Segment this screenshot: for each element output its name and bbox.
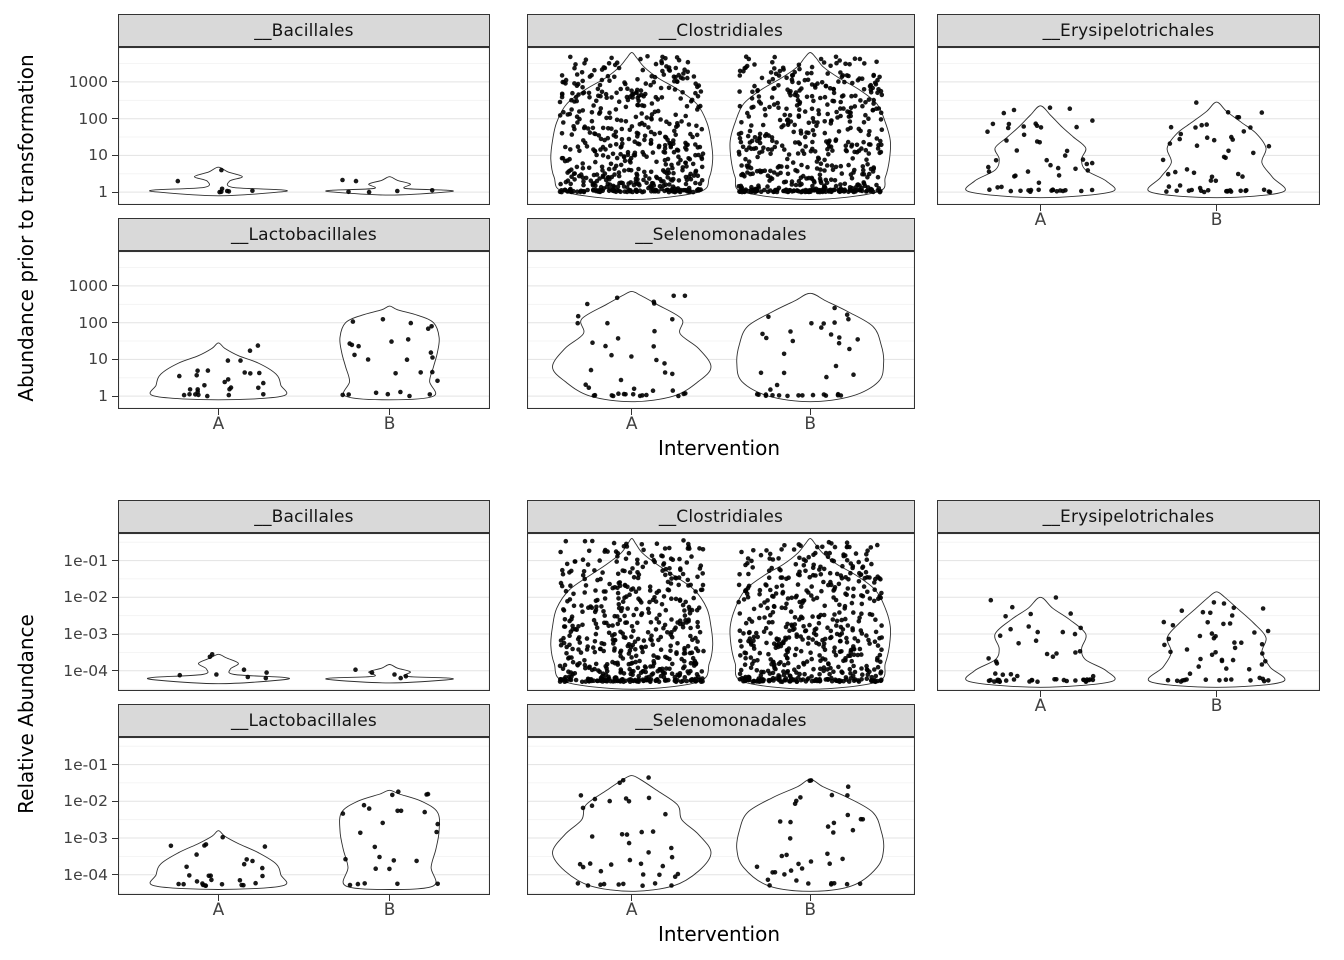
- y-tick-mark: [112, 596, 118, 598]
- y-tick-label: 1000: [68, 276, 108, 295]
- x-tick-label: A: [212, 900, 225, 920]
- y-tick-mark: [112, 81, 118, 83]
- y-tick-label: 1e-03: [63, 829, 108, 848]
- y-tick-mark: [112, 800, 118, 802]
- y-tick-label: 1e-03: [63, 625, 108, 644]
- y-tick-mark: [112, 670, 118, 672]
- facet-panel: [118, 737, 490, 895]
- x-axis-title: Intervention: [657, 922, 781, 946]
- x-tick-label: A: [1034, 696, 1047, 716]
- facet-panel: [937, 47, 1320, 205]
- x-tick-label: B: [1210, 696, 1223, 716]
- y-tick-label: 100: [78, 313, 108, 332]
- x-tick-label: A: [1034, 210, 1047, 230]
- x-tick-mark: [1216, 691, 1218, 697]
- x-tick-label: B: [383, 414, 396, 434]
- facet-strip-label: __Selenomonadales: [635, 224, 807, 245]
- x-tick-mark: [217, 409, 219, 415]
- y-tick-mark: [112, 560, 118, 562]
- x-tick-mark: [1216, 205, 1218, 211]
- facet-strip: __Bacillales: [118, 14, 490, 47]
- y-tick-label: 1e-04: [63, 661, 108, 680]
- x-tick-label: A: [625, 414, 638, 434]
- y-tick-mark: [112, 874, 118, 876]
- facet-strip-label: __Bacillales: [254, 506, 354, 527]
- y-tick-mark: [112, 395, 118, 397]
- x-tick-label: B: [383, 900, 396, 920]
- x-tick-mark: [1039, 205, 1041, 211]
- y-tick-label: 10: [88, 350, 108, 369]
- facet-strip-label: __Lactobacillales: [231, 224, 377, 245]
- y-axis-title: Abundance prior to transformation: [14, 54, 38, 402]
- y-tick-mark: [112, 191, 118, 193]
- y-tick-mark: [112, 633, 118, 635]
- y-tick-mark: [112, 322, 118, 324]
- y-tick-label: 1e-02: [63, 588, 108, 607]
- x-tick-label: B: [804, 414, 817, 434]
- facet-panel: [118, 533, 490, 691]
- facet-strip: __Selenomonadales: [527, 704, 915, 737]
- x-tick-label: A: [212, 414, 225, 434]
- facet-strip-label: __Clostridiales: [658, 20, 784, 41]
- x-tick-mark: [389, 895, 391, 901]
- y-tick-label: 1e-02: [63, 792, 108, 811]
- facet-strip: __Erysipelotrichales: [937, 14, 1320, 47]
- y-tick-label: 1: [98, 183, 108, 202]
- facet-strip: __Lactobacillales: [118, 704, 490, 737]
- facet-strip: __Clostridiales: [527, 500, 915, 533]
- y-tick-mark: [112, 154, 118, 156]
- facet-strip-label: __Selenomonadales: [635, 710, 807, 731]
- y-tick-label: 100: [78, 109, 108, 128]
- x-tick-mark: [1039, 691, 1041, 697]
- facet-panel: [937, 533, 1320, 691]
- facet-panel: [527, 533, 915, 691]
- facet-strip: __Bacillales: [118, 500, 490, 533]
- facet-strip-label: __Lactobacillales: [231, 710, 377, 731]
- facet-panel: [527, 47, 915, 205]
- facet-strip-label: __Bacillales: [254, 20, 354, 41]
- y-tick-mark: [112, 837, 118, 839]
- y-tick-label: 1e-01: [63, 551, 108, 570]
- x-tick-label: A: [625, 900, 638, 920]
- y-tick-label: 10: [88, 146, 108, 165]
- x-tick-label: B: [804, 900, 817, 920]
- y-tick-mark: [112, 118, 118, 120]
- y-tick-label: 1e-04: [63, 865, 108, 884]
- y-tick-mark: [112, 285, 118, 287]
- facet-panel: [527, 251, 915, 409]
- x-tick-mark: [217, 895, 219, 901]
- facet-strip: __Erysipelotrichales: [937, 500, 1320, 533]
- x-tick-mark: [631, 895, 633, 901]
- y-tick-mark: [112, 358, 118, 360]
- y-tick-label: 1e-01: [63, 755, 108, 774]
- facet-panel: [118, 251, 490, 409]
- y-tick-label: 1: [98, 387, 108, 406]
- facet-strip-label: __Erysipelotrichales: [1042, 506, 1215, 527]
- facet-panel: [527, 737, 915, 895]
- facet-strip-label: __Clostridiales: [658, 506, 784, 527]
- facet-strip-label: __Erysipelotrichales: [1042, 20, 1215, 41]
- y-tick-label: 1000: [68, 72, 108, 91]
- facet-strip: __Lactobacillales: [118, 218, 490, 251]
- y-axis-title: Relative Abundance: [14, 614, 38, 814]
- facet-strip: __Clostridiales: [527, 14, 915, 47]
- y-tick-mark: [112, 764, 118, 766]
- x-axis-title: Intervention: [657, 436, 781, 460]
- x-tick-mark: [809, 895, 811, 901]
- x-tick-mark: [389, 409, 391, 415]
- x-tick-mark: [809, 409, 811, 415]
- facet-strip: __Selenomonadales: [527, 218, 915, 251]
- x-tick-label: B: [1210, 210, 1223, 230]
- x-tick-mark: [631, 409, 633, 415]
- facet-panel: [118, 47, 490, 205]
